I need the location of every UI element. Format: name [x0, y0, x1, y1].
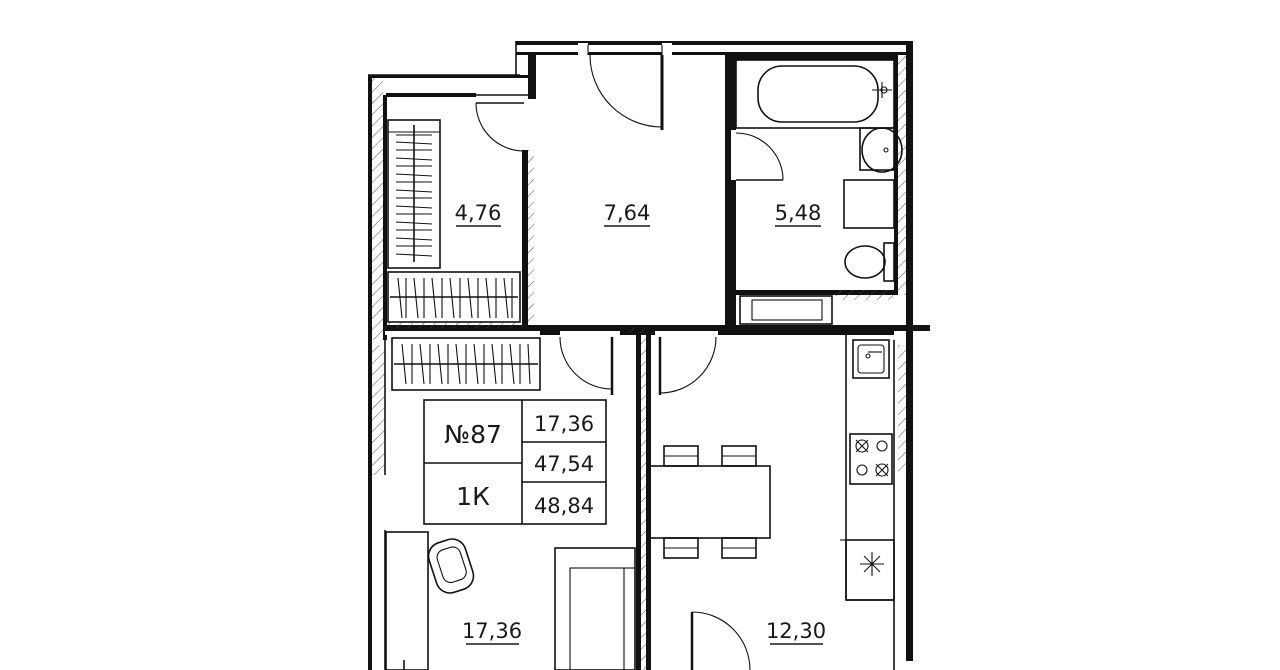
- apartment-type: 1К: [456, 482, 490, 511]
- toilet: [844, 242, 895, 282]
- doors: [475, 54, 784, 670]
- apartment-info-box: №87 1К 17,36 47,54 48,84: [423, 399, 607, 525]
- sink-bathroom: [859, 127, 903, 173]
- apartment-number: №87: [444, 420, 502, 449]
- sofa: [554, 547, 636, 670]
- stove: [849, 433, 893, 485]
- armchair: [427, 538, 475, 594]
- shelf-storage-bottom: [387, 271, 521, 323]
- kitchen-sink: [852, 339, 890, 379]
- bathtub: [735, 59, 895, 129]
- total-area-with-balcony: 48,84: [534, 494, 594, 518]
- desk: [385, 531, 429, 670]
- wardrobe-bedroom: [391, 337, 541, 391]
- wardrobe-storage: [387, 119, 441, 269]
- bath-cabinet: [739, 295, 833, 325]
- room-area-bathroom: 5,48: [775, 201, 822, 225]
- total-area: 47,54: [534, 452, 594, 476]
- room-area-kitchen: 12,30: [766, 619, 826, 643]
- dining-table: [649, 445, 771, 559]
- washing-machine: [843, 179, 895, 229]
- room-area-hallway: 7,64: [604, 201, 651, 225]
- living-area: 17,36: [534, 412, 594, 436]
- room-area-living-room: 17,36: [462, 619, 522, 643]
- room-labels: 4,76 7,64 5,48 17,36 12,30: [455, 201, 826, 645]
- outer-walls: [368, 41, 913, 670]
- fridge-icon: [840, 539, 895, 601]
- room-area-storage: 4,76: [455, 201, 502, 225]
- interior-walls: [385, 55, 930, 670]
